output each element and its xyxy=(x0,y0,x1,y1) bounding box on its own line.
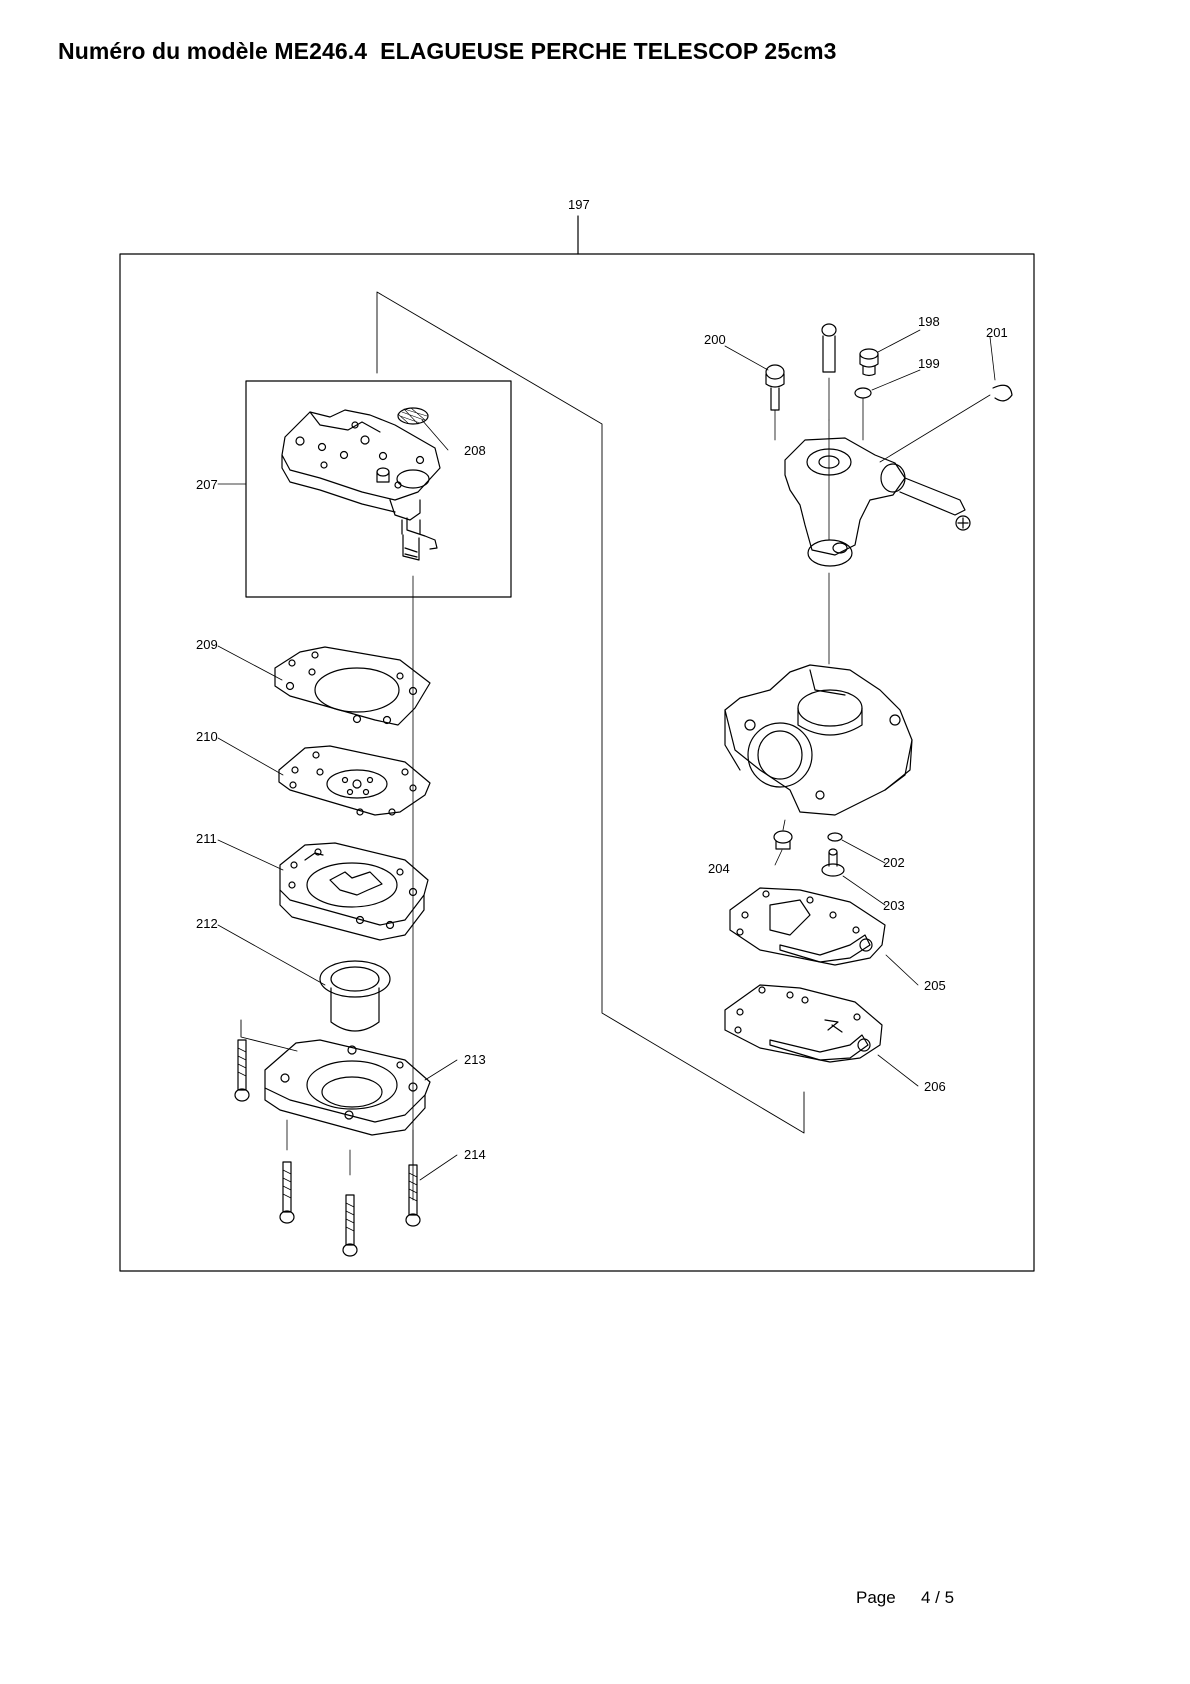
part-198-plug xyxy=(859,348,879,377)
label-214: 214 xyxy=(464,1147,486,1162)
page-label: Page xyxy=(856,1588,896,1607)
part-205-gasket xyxy=(729,887,886,966)
label-201: 201 xyxy=(986,325,1008,340)
part-209-gasket xyxy=(274,646,431,726)
label-208: 208 xyxy=(464,443,486,458)
label-213: 213 xyxy=(464,1052,486,1067)
part-204-jet xyxy=(773,830,793,850)
label-199: 199 xyxy=(918,356,940,371)
label-205: 205 xyxy=(924,978,946,993)
label-203: 203 xyxy=(883,898,905,913)
part-throttle-shaft xyxy=(784,437,971,567)
section-bracket xyxy=(376,291,805,1134)
part-207-pump-cover xyxy=(281,409,441,561)
label-211: 211 xyxy=(196,831,217,846)
label-200: 200 xyxy=(704,332,726,347)
label-206: 206 xyxy=(924,1079,946,1094)
part-199-washer xyxy=(854,387,872,399)
part-212-primer-bulb xyxy=(319,960,391,1032)
part-203-needle xyxy=(821,848,845,877)
label-209: 209 xyxy=(196,637,218,652)
page-title: Numéro du modèle ME246.4 ELAGUEUSE PERCH… xyxy=(58,38,837,64)
part-211-pump-body xyxy=(279,842,429,941)
part-210-diaphragm xyxy=(278,745,431,816)
inset-box xyxy=(245,380,512,598)
page-number: 4 / 5 xyxy=(921,1588,955,1607)
part-200-screw xyxy=(765,364,785,411)
part-202-o-ring xyxy=(827,832,843,842)
part-208-filter xyxy=(397,407,429,425)
part-213-cover-plate xyxy=(264,1039,431,1136)
label-198: 198 xyxy=(918,314,940,329)
label-210: 210 xyxy=(196,729,218,744)
part-201-e-clip xyxy=(992,384,1013,402)
part-206-diaphragm xyxy=(724,984,883,1063)
part-214-screws xyxy=(234,1039,421,1257)
part-top-screw xyxy=(821,323,837,373)
label-202: 202 xyxy=(883,855,905,870)
label-204: 204 xyxy=(708,861,730,876)
diagram-frame xyxy=(119,253,1035,1272)
part-carburetor-body xyxy=(724,664,913,816)
label-212: 212 xyxy=(196,916,218,931)
label-207: 207 xyxy=(196,477,218,492)
label-197: 197 xyxy=(568,197,590,212)
